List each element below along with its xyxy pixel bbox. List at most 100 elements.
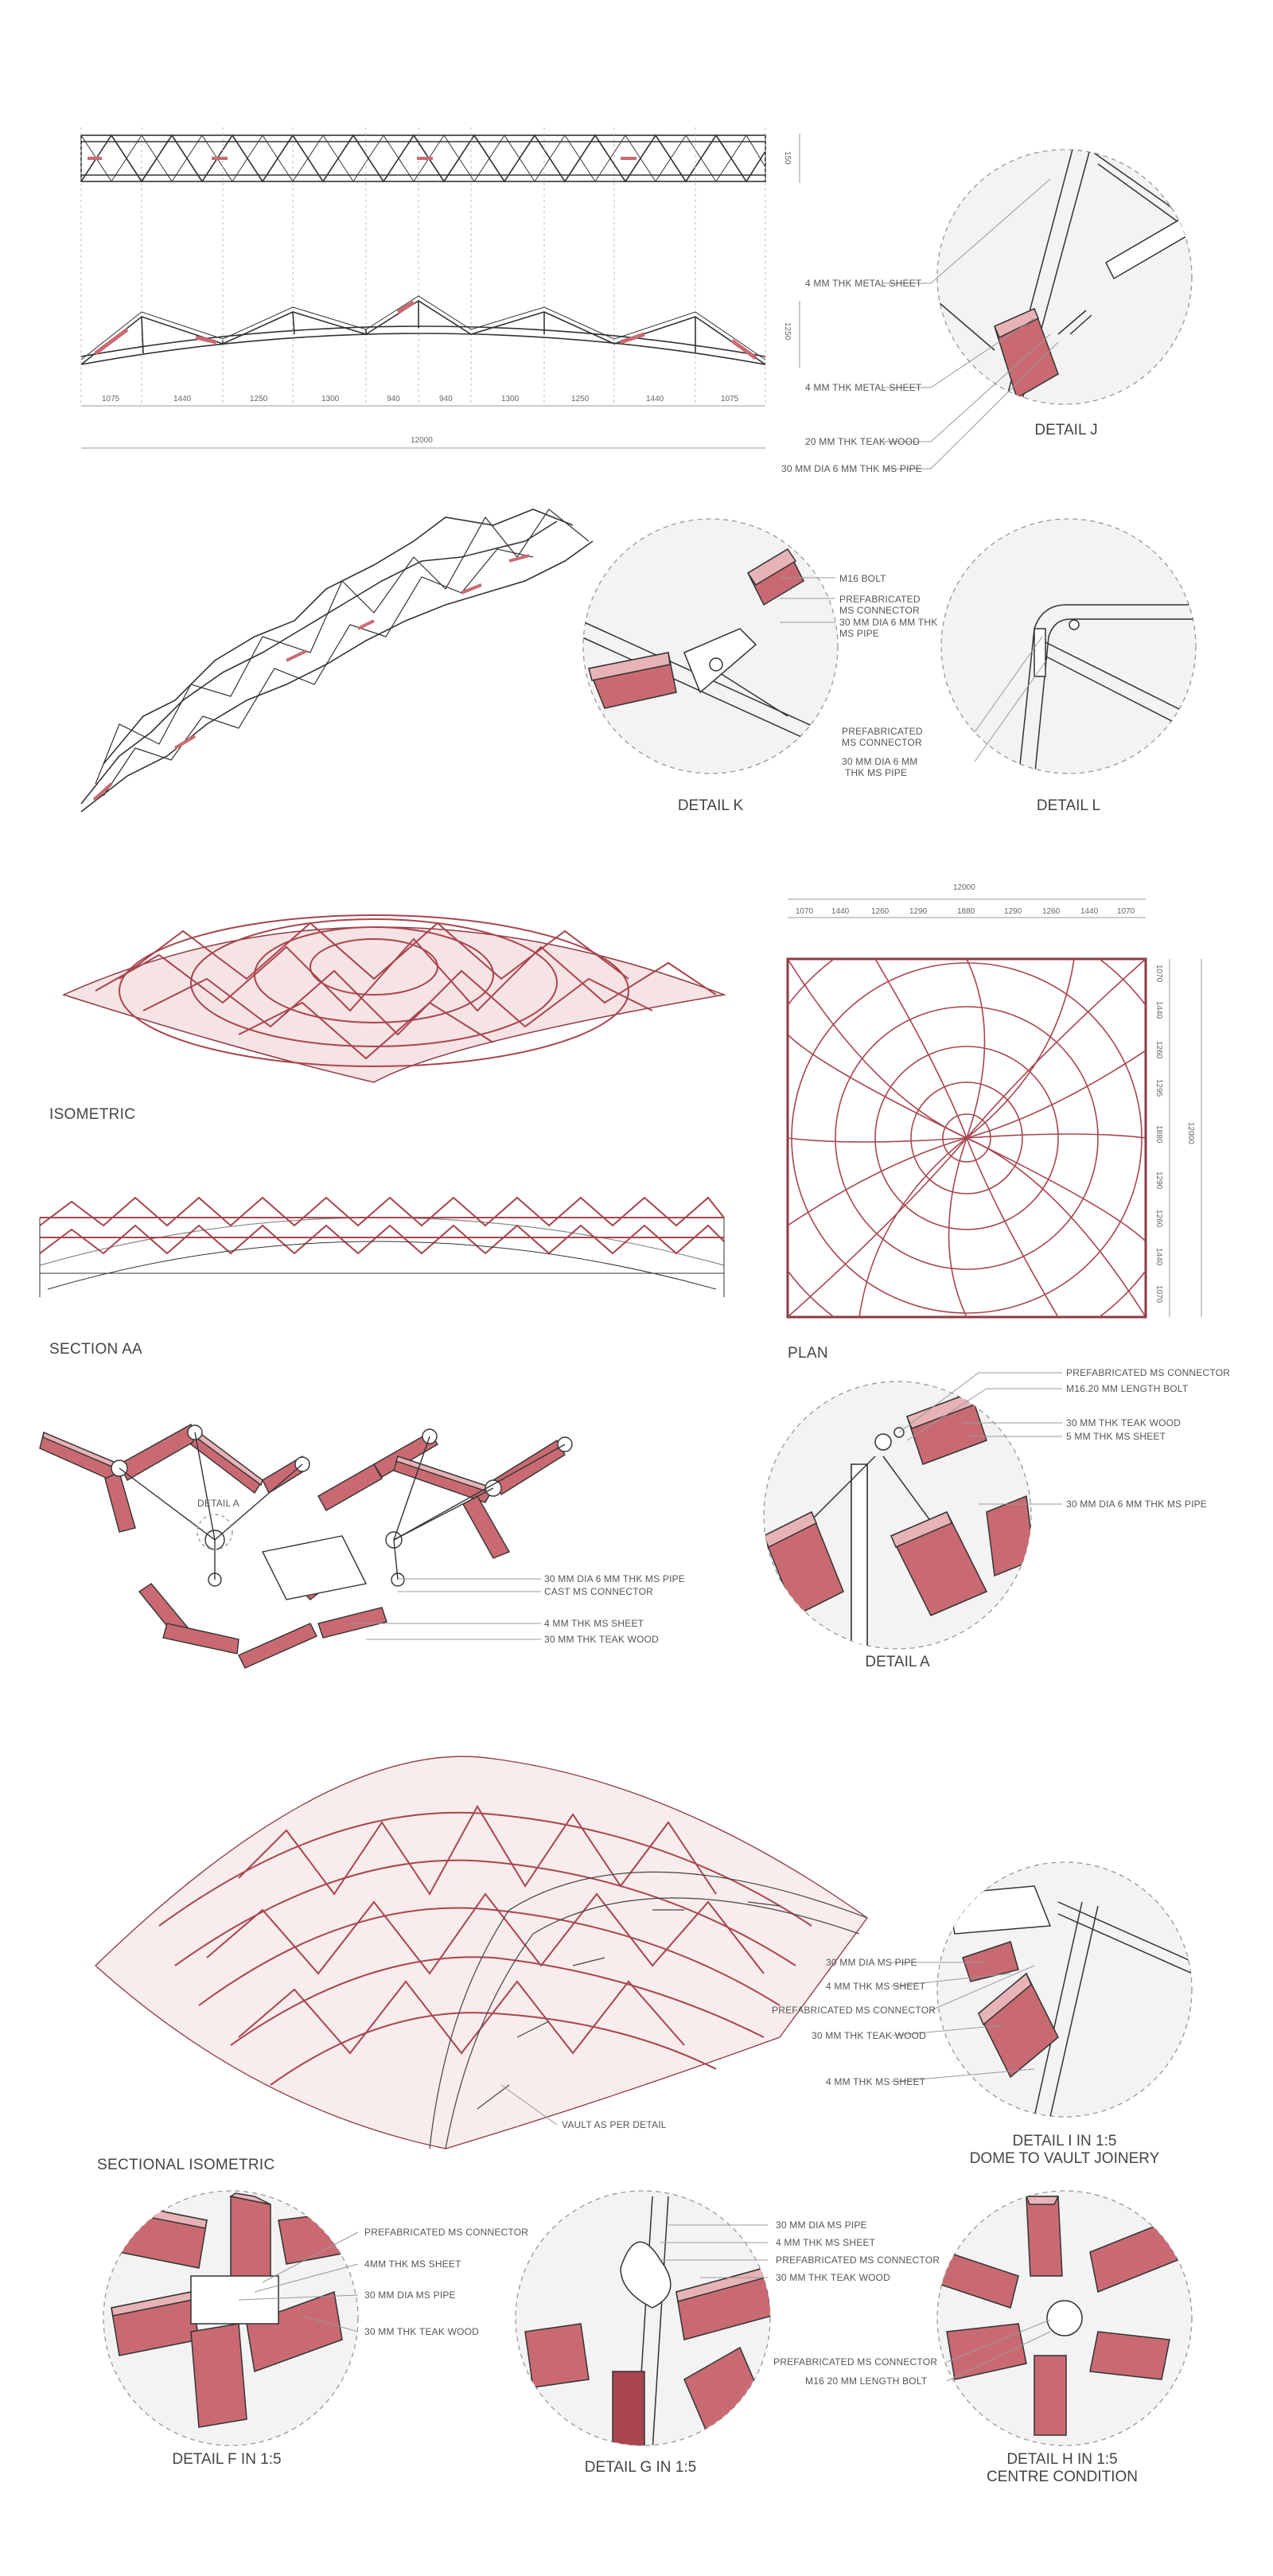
detail-j-drawing: [936, 149, 1193, 405]
plan-total-dim: 12000: [953, 883, 975, 892]
plan-side-total: 12000: [1186, 1122, 1195, 1144]
plan-side-6: 1290: [1154, 1171, 1163, 1190]
detail-i-label-3: PREFABRICATED MS CONNECTOR: [772, 2005, 936, 2016]
exploded-label-3: 4 MM THK MS SHEET: [544, 1618, 644, 1629]
detail-f-title: DETAIL F IN 1:5: [172, 2451, 282, 2468]
bay-dim-2: 1440: [173, 395, 192, 403]
plan-bay-7: 1260: [1042, 907, 1061, 916]
detail-h-drawing: [936, 2190, 1193, 2446]
detail-i-drawing: [936, 1861, 1193, 2118]
detail-h-title: DETAIL H IN 1:5: [1006, 2451, 1118, 2468]
plan-bay-6: 1290: [1004, 907, 1022, 916]
detail-a-tag: DETAIL A: [197, 1498, 239, 1509]
detail-k-title: DETAIL K: [677, 797, 744, 814]
detail-k-drawing: [582, 518, 839, 774]
plan-bay-2: 1440: [831, 907, 850, 916]
dome-plan: [786, 898, 1202, 1319]
detail-g-title: DETAIL G IN 1:5: [584, 2459, 697, 2476]
detail-a-leaders: [898, 1372, 1062, 1505]
detail-j-label-3: 20 MM THK TEAK WOOD: [805, 436, 921, 447]
detail-a-drawing: [763, 1381, 1032, 1650]
plan-bay-8: 1440: [1080, 907, 1099, 916]
detail-i-label-2: 4 MM THK MS SHEET: [826, 1981, 926, 1992]
plan-side-5: 1880: [1154, 1125, 1163, 1144]
bay-dim-7: 1300: [501, 395, 520, 403]
detail-i-label-4: 30 MM THK TEAK WOOD: [812, 2030, 927, 2041]
detail-a-title: DETAIL A: [865, 1654, 930, 1670]
detail-i-subtitle: DOME TO VAULT JOINERY: [969, 2150, 1160, 2167]
detail-l-label-2: MS CONNECTOR: [842, 737, 922, 748]
detail-f-label-4: 30 MM THK TEAK WOOD: [364, 2326, 480, 2337]
detail-a-label-1: PREFABRICATED MS CONNECTOR: [1066, 1367, 1231, 1378]
plan-bay-9: 1070: [1117, 907, 1135, 916]
detail-k-label-3: MS CONNECTOR: [839, 605, 920, 616]
detail-h-leaders: [946, 2319, 1051, 2382]
truss-total-dim: 12000: [411, 436, 433, 445]
plan-bay-4: 1290: [909, 907, 928, 916]
plan-title: PLAN: [788, 1345, 828, 1362]
detail-k-label-2: PREFABRICATED: [839, 594, 921, 605]
bay-dim-5: 940: [387, 395, 400, 403]
detail-g-leaders: [660, 2224, 768, 2278]
exploded-label-4: 30 MM THK TEAK WOOD: [544, 1634, 660, 1645]
plan-bay-5: 1880: [957, 907, 975, 916]
bay-dim-1: 1075: [102, 395, 120, 403]
truss-elevation: [80, 295, 766, 365]
plan-side-3: 1260: [1154, 1041, 1163, 1059]
detail-i-title: DETAIL I IN 1:5: [1012, 2133, 1117, 2149]
isometric-title: ISOMETRIC: [49, 1106, 136, 1123]
top-leaders: [780, 178, 1059, 762]
plan-side-7: 1260: [1154, 1210, 1163, 1228]
detail-k-label-1: M16 BOLT: [839, 573, 886, 584]
plan-side-1: 1070: [1154, 965, 1163, 983]
detail-f-label-1: PREFABRICATED MS CONNECTOR: [364, 2227, 529, 2238]
dome-isometric: [61, 914, 726, 1083]
detail-l-title: DETAIL L: [1036, 797, 1101, 814]
detail-a-label-5: 30 MM DIA 6 MM THK MS PIPE: [1066, 1498, 1208, 1510]
isometric-truss-wood: [92, 554, 530, 801]
detail-i-label-1: 30 MM DIA MS PIPE: [826, 1957, 917, 1968]
bay-dim-3: 1250: [250, 395, 268, 403]
detail-f-label-3: 30 MM DIA MS PIPE: [364, 2290, 456, 2301]
detail-h-label-2: M16 20 MM LENGTH BOLT: [805, 2375, 928, 2387]
bay-dim-4: 1300: [321, 395, 340, 403]
detail-l-drawing: [940, 518, 1197, 774]
sectional-isometric-title: SECTIONAL ISOMETRIC: [97, 2157, 275, 2173]
detail-i-leaders: [890, 1962, 1035, 2083]
detail-l-label-4: THK MS PIPE: [845, 767, 908, 778]
section-aa: [39, 1196, 725, 1297]
detail-f-drawing: [103, 2190, 359, 2446]
truss-plan-height-dim: 150: [783, 151, 792, 165]
detail-a-label-4: 5 MM THK MS SHEET: [1066, 1431, 1166, 1442]
truss-elevation-wood: [94, 300, 757, 360]
detail-i-label-5: 4 MM THK MS SHEET: [826, 2076, 926, 2087]
detail-g-label-3: PREFABRICATED MS CONNECTOR: [776, 2254, 940, 2266]
bay-dim-6: 940: [439, 395, 453, 403]
plan-side-4: 1295: [1154, 1079, 1163, 1097]
detail-l-label-3: 30 MM DIA 6 MM: [842, 756, 918, 767]
plan-bay-3: 1260: [871, 907, 890, 916]
detail-h-label-1: PREFABRICATED MS CONNECTOR: [773, 2356, 938, 2368]
plan-side-9: 1070: [1154, 1285, 1163, 1304]
plan-side-8: 1440: [1154, 1248, 1163, 1266]
detail-g-drawing: [515, 2190, 771, 2446]
bay-dim-10: 1075: [721, 395, 739, 403]
sectional-isometric: [95, 1756, 868, 2149]
exploded-label-2: CAST MS CONNECTOR: [544, 1586, 653, 1597]
truss-guides: [80, 127, 766, 406]
detail-k-label-4: 30 MM DIA 6 MM THK: [839, 617, 938, 628]
detail-k-label-5: MS PIPE: [839, 628, 880, 639]
detail-g-label-1: 30 MM DIA MS PIPE: [776, 2219, 867, 2231]
detail-j-label-4: 30 MM DIA 6 MM THK MS PIPE: [781, 463, 923, 474]
detail-g-label-2: 4 MM THK MS SHEET: [776, 2237, 876, 2248]
bay-dim-8: 1250: [571, 395, 590, 403]
detail-l-label-1: PREFABRICATED: [842, 726, 923, 737]
plan-bay-1: 1070: [796, 907, 814, 916]
truss-elev-height-dim: 1250: [783, 322, 792, 341]
detail-h-subtitle: CENTRE CONDITION: [987, 2469, 1138, 2485]
section-aa-title: SECTION AA: [49, 1341, 143, 1358]
detail-a-label-3: 30 MM THK TEAK WOOD: [1066, 1417, 1182, 1428]
plan-side-2: 1440: [1154, 1001, 1163, 1019]
detail-j-title: DETAIL J: [1034, 422, 1098, 438]
